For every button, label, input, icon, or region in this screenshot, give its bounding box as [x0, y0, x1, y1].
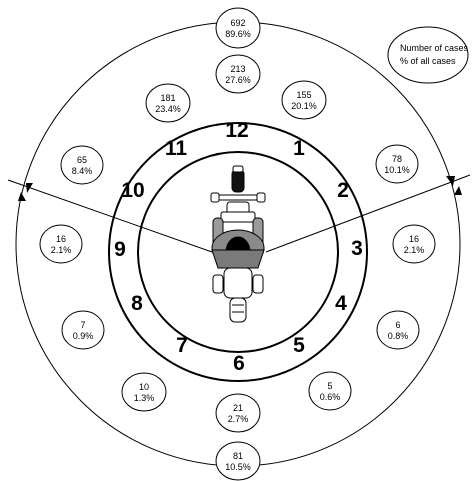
sector-pct: 23.4% — [155, 104, 181, 114]
hour-11: 11 — [165, 137, 188, 160]
hour-1: 1 — [293, 137, 305, 160]
sector-count: 16 — [56, 234, 66, 244]
sector-count: 16 — [409, 234, 419, 244]
sector-pct: 2.7% — [228, 414, 249, 424]
rear-total-pct: 10.5% — [225, 462, 251, 472]
sector-bubble-4: 6 0.8% — [376, 310, 420, 350]
sector-bubble-8: 7 0.9% — [61, 310, 105, 350]
sector-count: 155 — [296, 90, 311, 100]
sector-pct: 27.6% — [225, 75, 251, 85]
sector-bubble-10: 65 8.4% — [60, 145, 104, 185]
hour-5: 5 — [293, 334, 305, 357]
sector-bubble-ellipse — [375, 144, 419, 184]
front-total-count: 692 — [230, 18, 245, 28]
hour-2: 2 — [337, 179, 349, 202]
sector-count: 213 — [230, 64, 245, 74]
front-total-bubble: 692 89.6% — [215, 7, 261, 49]
legend-line-2: % of all cases — [400, 56, 456, 66]
sector-bubble-5: 5 0.6% — [308, 371, 352, 411]
sector-bubble-ellipse — [281, 80, 327, 120]
sector-bubble-7: 10 1.3% — [121, 372, 167, 412]
arrowhead-lower-left — [18, 192, 26, 201]
hour-4: 4 — [335, 292, 347, 315]
hour-12: 12 — [225, 119, 248, 142]
sector-count: 21 — [233, 403, 243, 413]
sector-bubble-ellipse — [121, 372, 167, 412]
sector-bubble-ellipse — [392, 224, 436, 264]
divider-right — [265, 174, 471, 253]
divider-left — [7, 179, 213, 253]
clock-inner-ring — [137, 151, 339, 353]
front-total-pct: 89.6% — [225, 29, 251, 39]
hour-numerals: 12 1 2 3 4 5 6 7 8 9 10 11 — [114, 119, 363, 375]
sector-bubble-ellipse — [61, 310, 105, 350]
clock-outer-ring — [108, 122, 368, 382]
sector-pct: 2.1% — [51, 245, 72, 255]
sector-count: 5 — [327, 381, 332, 391]
sector-bubble-6: 21 2.7% — [215, 393, 261, 433]
rear-total-count: 81 — [233, 451, 243, 461]
sector-count: 78 — [392, 154, 402, 164]
sector-count: 7 — [80, 320, 85, 330]
sector-pct: 1.3% — [134, 393, 155, 403]
hour-3: 3 — [351, 237, 363, 260]
arrowhead-lower-right — [454, 186, 462, 195]
sector-bubble-1: 155 20.1% — [281, 80, 327, 120]
sector-bubble-ellipse — [215, 393, 261, 433]
front-total-ellipse — [215, 7, 261, 49]
hour-10: 10 — [121, 179, 144, 202]
sector-count: 181 — [160, 93, 175, 103]
sector-bubble-11: 181 23.4% — [145, 83, 191, 123]
sector-bubble-ellipse — [215, 54, 261, 94]
sector-bubble-2: 78 10.1% — [375, 144, 419, 184]
arrowhead-upper-left — [26, 183, 33, 193]
legend: Number of cases % of all cases — [387, 26, 469, 84]
sector-count: 10 — [139, 382, 149, 392]
hour-8: 8 — [131, 292, 143, 315]
sector-pct: 0.8% — [388, 331, 409, 341]
sector-bubble-ellipse — [60, 145, 104, 185]
sector-bubble-ellipse — [39, 224, 83, 264]
sector-pct: 10.1% — [384, 165, 410, 175]
sector-count: 6 — [395, 320, 400, 330]
sector-pct: 0.6% — [320, 392, 341, 402]
rear-total-bubble: 81 10.5% — [215, 441, 261, 481]
sector-bubble-ellipse — [145, 83, 191, 123]
sector-bubble-12: 213 27.6% — [215, 54, 261, 94]
motorcycle-rider-icon — [210, 165, 266, 323]
sector-bubble-3: 16 2.1% — [392, 224, 436, 264]
hour-9: 9 — [114, 238, 126, 261]
sector-pct: 20.1% — [291, 101, 317, 111]
legend-line-1: Number of cases — [400, 43, 469, 53]
rear-total-ellipse — [215, 441, 261, 481]
sector-bubble-ellipse — [376, 310, 420, 350]
hour-7: 7 — [176, 334, 188, 357]
hour-6: 6 — [233, 352, 245, 375]
sector-bubble-ellipse — [308, 371, 352, 411]
sector-pct: 0.9% — [73, 331, 94, 341]
sector-count: 65 — [77, 155, 87, 165]
legend-bubble — [387, 26, 469, 84]
sector-pct: 2.1% — [404, 245, 425, 255]
sector-pct: 8.4% — [72, 166, 93, 176]
arrowhead-upper-right — [446, 176, 455, 186]
sector-bubble-9: 16 2.1% — [39, 224, 83, 264]
